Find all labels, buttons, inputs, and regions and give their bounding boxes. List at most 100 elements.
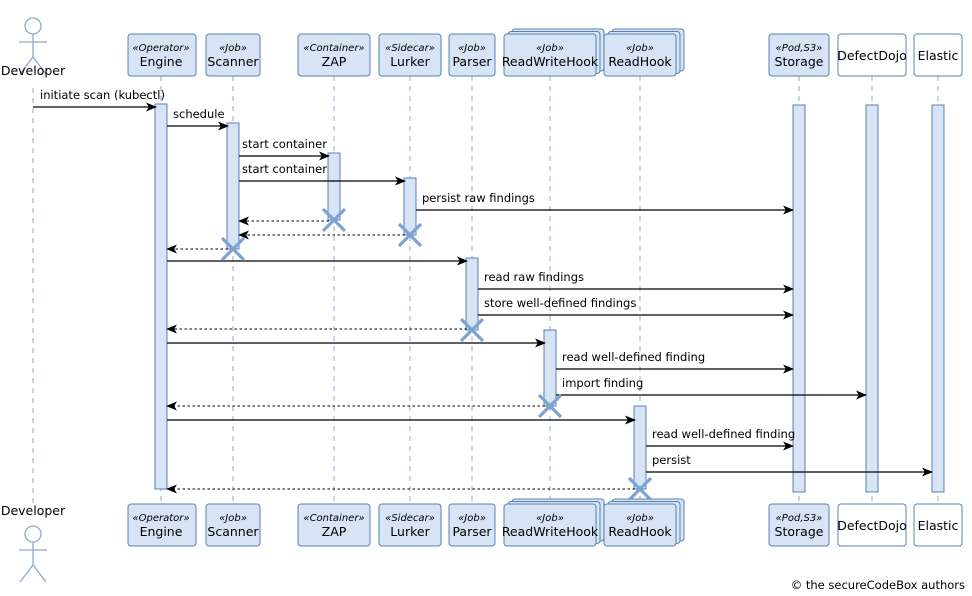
participant-box-elastic-top[interactable]: Elastic (913, 33, 963, 77)
activation-bar-readhook (633, 405, 647, 490)
participant-box-engine-bottom[interactable]: «Operator»Engine (127, 503, 197, 547)
participant-stereotype: «Job» (219, 43, 247, 54)
participant-name: ZAP (322, 524, 347, 539)
activation-bar-readwritehook (543, 329, 557, 407)
activation-bar-scanner (226, 122, 240, 250)
message-label: read well-defined finding (652, 427, 795, 441)
activation-bar-lurker (403, 177, 417, 236)
actor-head (24, 17, 42, 35)
participant-box-scanner-top[interactable]: «Job»Scanner (205, 33, 261, 77)
participant-name: DefectDojo (837, 518, 907, 533)
participant-name: Parser (452, 54, 492, 69)
activation-bar-elastic (931, 104, 945, 493)
box-frame (913, 503, 963, 547)
participant-boxes-layer: «Operator»Engine«Operator»Engine«Job»Sca… (127, 28, 963, 547)
box-frame (603, 33, 677, 77)
box-frame (448, 503, 496, 547)
box-frame (297, 33, 371, 77)
message-label: read raw findings (484, 270, 584, 284)
participant-stereotype: «Job» (626, 43, 654, 54)
actor-leg-right (32, 56, 47, 75)
participant-name: ReadWriteHook (502, 524, 599, 539)
message-m15: import finding (556, 376, 867, 400)
participant-stereotype: «Pod,S3» (776, 43, 823, 54)
destruction-marker-readwritehook (537, 393, 563, 419)
participant-name: ReadWriteHook (502, 54, 599, 69)
participant-box-readwritehook-top[interactable]: «Job»ReadWriteHook (502, 28, 605, 77)
participant-stereotype: «Job» (536, 513, 564, 524)
actor-figure-bottom[interactable]: Developer (1, 503, 66, 583)
participant-box-lurker-top[interactable]: «Sidecar»Lurker (378, 33, 442, 77)
participant-box-engine-top[interactable]: «Operator»Engine (127, 33, 197, 77)
participant-name: Scanner (207, 524, 259, 539)
participant-box-readhook-bottom[interactable]: «Job»ReadHook (603, 498, 685, 547)
actor-label-top: Developer (1, 63, 66, 78)
message-label: store well-defined findings (484, 296, 636, 310)
participant-name: ReadHook (608, 54, 672, 69)
participant-box-defectdojo-top[interactable]: DefectDojo (837, 33, 907, 77)
participant-name: DefectDojo (837, 48, 907, 63)
destroy-stroke (220, 236, 246, 262)
box-frame (378, 503, 442, 547)
participant-stereotype: «Job» (536, 43, 564, 54)
participant-name: Lurker (390, 524, 430, 539)
message-m10: read raw findings (478, 270, 794, 294)
destruction-markers-layer (220, 207, 653, 502)
message-label: import finding (562, 376, 643, 390)
participant-box-readwritehook-bottom[interactable]: «Job»ReadWriteHook (502, 498, 605, 547)
participant-box-storage-top[interactable]: «Pod,S3»Storage (768, 33, 830, 77)
participant-name: Elastic (918, 518, 959, 533)
box-frame (503, 503, 597, 547)
actor-leg-left (19, 564, 34, 583)
message-label: read well-defined finding (562, 350, 705, 364)
box-frame (205, 503, 261, 547)
participant-name: Engine (140, 54, 183, 69)
participant-box-parser-top[interactable]: «Job»Parser (448, 33, 496, 77)
box-frame (448, 33, 496, 77)
destroy-stroke (321, 207, 347, 233)
copyright-footer: © the secureCodeBox authors (791, 578, 965, 592)
destruction-marker-readhook (627, 476, 653, 502)
participant-box-elastic-bottom[interactable]: Elastic (913, 503, 963, 547)
box-frame (205, 33, 261, 77)
actor-figure-top[interactable]: Developer (1, 17, 66, 78)
message-label: start container (242, 162, 327, 176)
destruction-marker-parser (459, 317, 485, 343)
destroy-stroke (459, 317, 485, 343)
message-m11: store well-defined findings (478, 296, 794, 320)
destruction-marker-scanner (220, 236, 246, 262)
message-label: start container (242, 137, 327, 151)
participant-name: Lurker (390, 54, 430, 69)
message-label: initiate scan (kubectl) (40, 88, 165, 102)
participant-box-defectdojo-bottom[interactable]: DefectDojo (837, 503, 907, 547)
box-frame (503, 33, 597, 77)
destruction-marker-lurker (397, 222, 423, 248)
participant-box-storage-bottom[interactable]: «Pod,S3»Storage (768, 503, 830, 547)
box-frame (127, 503, 197, 547)
participant-name: ReadHook (608, 524, 672, 539)
participant-name: ZAP (322, 54, 347, 69)
participant-name: Storage (775, 524, 824, 539)
participant-stereotype: «Operator» (132, 513, 189, 524)
box-frame (913, 33, 963, 77)
participant-stereotype: «Job» (626, 513, 654, 524)
participant-name: Parser (452, 524, 492, 539)
destruction-marker-zap (321, 207, 347, 233)
participant-box-lurker-bottom[interactable]: «Sidecar»Lurker (378, 503, 442, 547)
activation-bar-engine (154, 103, 168, 490)
participant-box-scanner-bottom[interactable]: «Job»Scanner (205, 503, 261, 547)
participant-stereotype: «Sidecar» (385, 513, 435, 524)
box-frame (603, 503, 677, 547)
destroy-stroke (397, 222, 423, 248)
message-m3: start container (239, 137, 330, 161)
participant-box-readhook-top[interactable]: «Job»ReadHook (603, 28, 685, 77)
participant-box-zap-bottom[interactable]: «Container»ZAP (297, 503, 371, 547)
activation-bar-zap (327, 152, 341, 221)
participant-box-zap-top[interactable]: «Container»ZAP (297, 33, 371, 77)
message-label: persist raw findings (422, 191, 535, 205)
participant-stereotype: «Container» (303, 43, 364, 54)
actor-label-bottom: Developer (1, 503, 66, 518)
participant-box-parser-bottom[interactable]: «Job»Parser (448, 503, 496, 547)
box-frame (297, 503, 371, 547)
